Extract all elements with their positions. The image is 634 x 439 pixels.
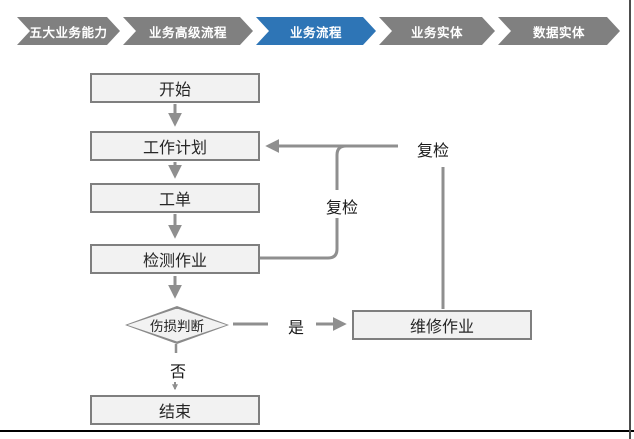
node-repair: 维修作业: [352, 310, 532, 340]
nav-step-label: 五大业务能力: [29, 25, 108, 40]
nav-step-business-process[interactable]: 业务流程: [256, 17, 376, 45]
nav-step-high-level-process[interactable]: 业务高级流程: [123, 17, 253, 45]
node-label: 伤损判断: [150, 319, 204, 334]
edge-label-no: 否: [163, 358, 193, 382]
page-right-border: [629, 0, 631, 439]
nav-step-label: 数据实体: [532, 25, 585, 40]
edge-label-recheck-outer: 复检: [408, 137, 458, 161]
page-bottom-border: [0, 430, 634, 432]
edge-label-yes: 是: [283, 314, 309, 338]
node-label: 工单: [158, 192, 191, 209]
nav-step-business-entity[interactable]: 业务实体: [379, 17, 495, 45]
node-label: 检测作业: [142, 253, 207, 270]
node-decision: 伤损判断: [125, 306, 229, 344]
node-label: 工作计划: [142, 140, 207, 157]
node-label: 开始: [158, 82, 191, 99]
nav-step-data-entity[interactable]: 数据实体: [498, 17, 620, 45]
node-label: 结束: [158, 404, 191, 421]
edge-label-recheck-inner: 复检: [320, 194, 364, 218]
node-work-plan: 工作计划: [90, 131, 260, 161]
nav-step-label: 业务实体: [410, 25, 463, 40]
node-work-order: 工单: [90, 183, 260, 213]
nav-step-business-capabilities[interactable]: 五大业务能力: [17, 17, 120, 45]
nav-step-label: 业务流程: [289, 25, 342, 40]
node-start: 开始: [90, 73, 260, 103]
nav-step-label: 业务高级流程: [148, 25, 227, 40]
node-label: 维修作业: [409, 319, 474, 336]
node-end: 结束: [90, 395, 260, 425]
node-inspection: 检测作业: [90, 244, 260, 274]
